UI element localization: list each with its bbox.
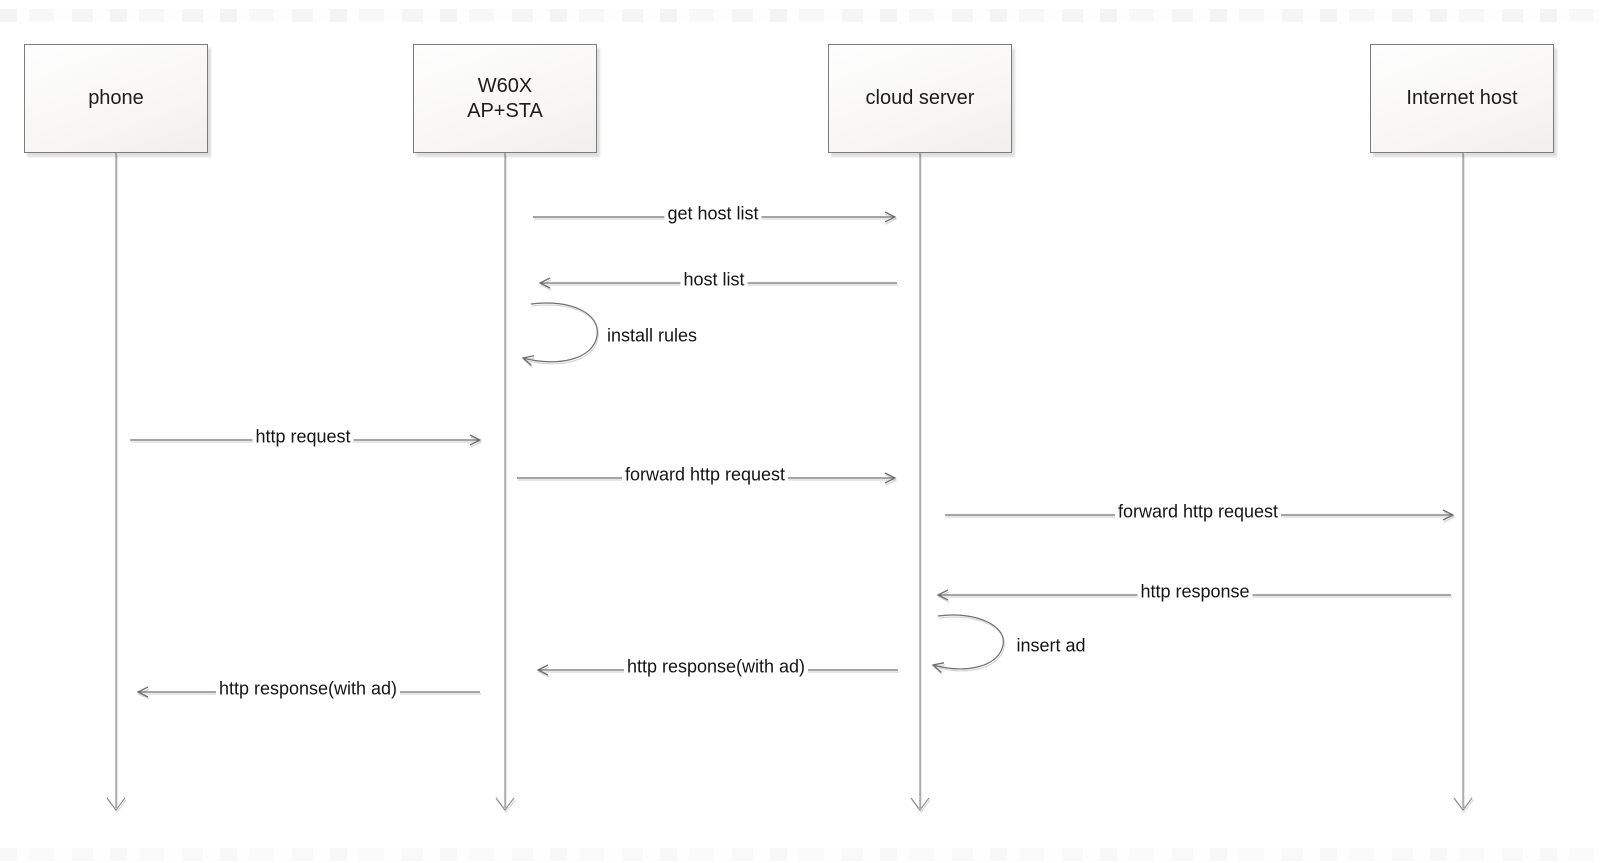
actor-box-cloud-server: cloud server <box>828 44 1012 153</box>
lifeline-arrowhead-w60x <box>495 797 515 811</box>
message-label-get-host-list: get host list <box>664 203 762 225</box>
message-label-install-rules: install rules <box>606 325 698 346</box>
lifeline-arrowhead-phone <box>106 797 126 811</box>
message-label-host-list: host list <box>680 269 748 291</box>
message-label-http-request: http request <box>252 426 354 448</box>
actor-label: cloud server <box>865 87 975 109</box>
self-message-arrow-install-rules <box>521 302 598 366</box>
message-label-http-response: http response <box>1137 581 1253 603</box>
self-message-arrow-insert-ad <box>931 614 1004 673</box>
message-label-insert-ad: insert ad <box>1016 635 1086 656</box>
actor-label: W60X <box>477 74 533 97</box>
actor-label: phone <box>88 87 144 109</box>
actor-box-phone: phone <box>24 44 208 153</box>
lifeline-arrowhead-internet-host <box>1453 797 1473 811</box>
message-label-forward-http-request-1: forward http request <box>621 464 789 486</box>
actor-label: AP+STA <box>467 99 543 122</box>
message-label-http-response-with-ad-2: http response(with ad) <box>215 678 401 700</box>
actor-label: Internet host <box>1406 87 1518 109</box>
message-label-forward-http-request-2: forward http request <box>1114 501 1282 523</box>
lifeline-arrowhead-cloud-server <box>910 797 930 811</box>
actor-box-w60x: W60X AP+STA <box>413 44 597 153</box>
actor-box-internet-host: Internet host <box>1370 44 1554 153</box>
message-label-http-response-with-ad-1: http response(with ad) <box>623 656 809 678</box>
